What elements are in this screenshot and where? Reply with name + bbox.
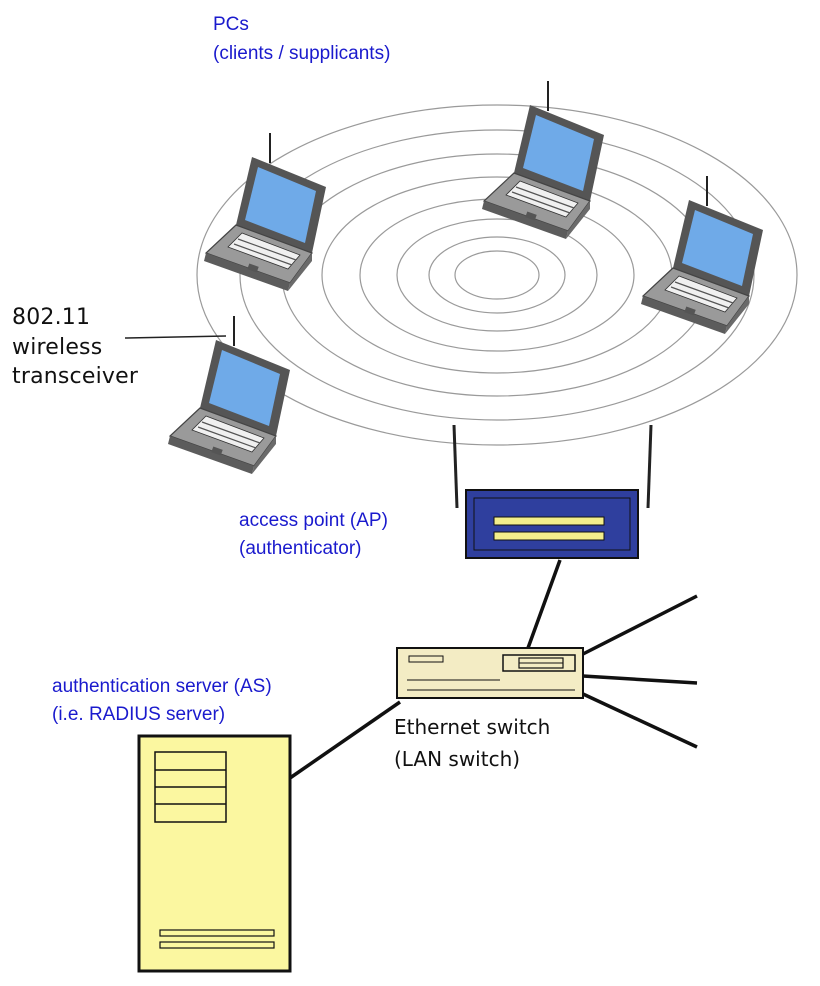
network-cables bbox=[289, 559, 698, 780]
ethernet-switch bbox=[396, 647, 584, 699]
laptop-client-1 bbox=[203, 132, 327, 292]
lan-switch-label: (LAN switch) bbox=[394, 747, 521, 771]
pcs-title-label: PCs bbox=[213, 14, 249, 35]
transceiver-label-line2: wireless bbox=[12, 335, 103, 360]
ethernet-switch-label: Ethernet switch bbox=[394, 715, 551, 739]
authentication-server-label: authentication server (AS) bbox=[52, 676, 272, 697]
radius-server-label: (i.e. RADIUS server) bbox=[52, 704, 226, 725]
authentication-server bbox=[137, 734, 292, 973]
authenticator-label: (authenticator) bbox=[239, 538, 362, 559]
laptop-client-3 bbox=[640, 175, 764, 335]
transceiver-label-line3: transceiver bbox=[12, 364, 139, 389]
transceiver-label-line1: 802.11 bbox=[12, 305, 91, 330]
laptop-client-4 bbox=[167, 315, 291, 475]
transceiver-callout-line bbox=[124, 335, 227, 339]
access-point-label: access point (AP) bbox=[239, 510, 388, 531]
access-point bbox=[452, 424, 653, 559]
pcs-subtitle-label: (clients / supplicants) bbox=[213, 43, 391, 64]
